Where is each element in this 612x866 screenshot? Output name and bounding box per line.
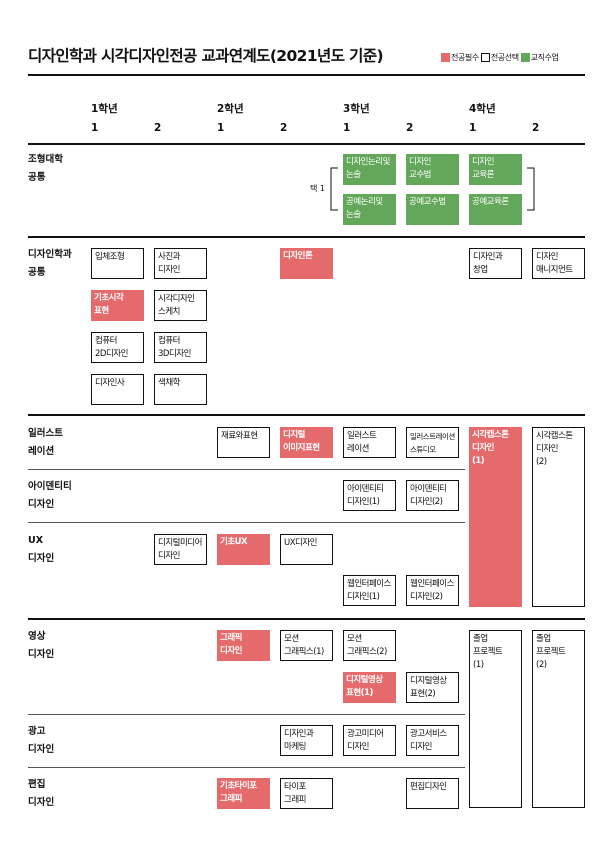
course-graduation-1: 졸업 프로젝트 (1)	[469, 630, 522, 808]
course-design-pedagogy: 디자인 교수법	[406, 154, 459, 185]
legend-item-elective: 전공선택	[480, 52, 519, 63]
section-label-illustration: 일러스트 레이션	[28, 428, 63, 457]
course-digital-media: 디지털미디어 디자인	[154, 534, 207, 565]
semester-header: 2	[280, 122, 288, 134]
course-motion-2: 모션 그래픽스(2)	[343, 630, 396, 661]
section-label-ux: UX 디자인	[28, 535, 55, 564]
divider	[28, 236, 585, 238]
course-3d-form: 입체조형	[91, 248, 144, 279]
divider	[28, 767, 465, 768]
legend-swatch-elective	[480, 53, 490, 62]
semester-header: 2	[532, 122, 540, 134]
elective-note: 택 1	[310, 184, 325, 193]
course-design-history: 디자인사	[91, 374, 144, 405]
course-capstone-1: 시각캡스톤 디자인 (1)	[469, 427, 522, 607]
semester-header: 1	[91, 122, 99, 134]
course-digital-video-1: 디지털영상 표현(1)	[343, 672, 396, 703]
year-header-4: 4학년	[469, 103, 496, 115]
legend-item-teaching: 교직수업	[520, 52, 559, 63]
course-graduation-2: 졸업 프로젝트 (2)	[532, 630, 585, 808]
legend-swatch-teaching	[520, 53, 530, 62]
course-web-interface-2: 웹인터페이스 디자인(2)	[406, 575, 459, 606]
course-basic-visual-expression: 기초시각 표현	[91, 290, 144, 321]
section-label-editorial: 편집 디자인	[28, 779, 55, 808]
page-title: 디자인학과 시각디자인전공 교과연계도(2021년도 기준)	[28, 47, 384, 65]
semester-header: 2	[406, 122, 414, 134]
course-design-management: 디자인 매니지먼트	[532, 248, 585, 279]
course-digital-video-2: 디지털영상 표현(2)	[406, 672, 459, 703]
course-illustration-studio: 일러스트레이션 스튜디오	[406, 427, 459, 458]
course-illustration: 일러스트 레이션	[343, 427, 396, 458]
section-label-video: 영상 디자인	[28, 631, 55, 660]
year-header-2: 2학년	[217, 103, 244, 115]
legend-label-required: 전공필수	[451, 53, 479, 62]
semester-header: 1	[343, 122, 351, 134]
divider	[28, 714, 465, 715]
course-design-education: 디자인 교육론	[469, 154, 522, 185]
semester-header: 2	[154, 122, 162, 134]
divider	[28, 469, 465, 470]
semester-header: 1	[217, 122, 225, 134]
legend: 전공필수 전공선택 교직수업	[441, 52, 561, 63]
divider	[28, 618, 585, 620]
legend-item-required: 전공필수	[441, 52, 479, 63]
divider	[28, 414, 585, 416]
course-web-interface-1: 웹인터페이스 디자인(1)	[343, 575, 396, 606]
course-editorial-design: 편집디자인	[406, 778, 459, 809]
course-design-marketing: 디자인과 마케팅	[280, 725, 333, 756]
course-computer-3d: 컴퓨터 3D디자인	[154, 332, 207, 363]
legend-label-teaching: 교직수업	[530, 53, 559, 62]
legend-swatch-required	[441, 53, 450, 62]
course-computer-2d: 컴퓨터 2D디자인	[91, 332, 144, 363]
divider	[28, 522, 465, 523]
course-basic-ux: 기초UX	[217, 534, 270, 565]
course-design-startup: 디자인과 창업	[469, 248, 522, 279]
course-graphic-design: 그래픽 디자인	[217, 630, 270, 661]
course-visual-sketch: 시각디자인 스케치	[154, 290, 207, 321]
course-craft-pedagogy: 공예교수법	[406, 194, 459, 225]
legend-label-elective: 전공선택	[490, 53, 519, 62]
year-header-3: 3학년	[343, 103, 370, 115]
course-materials-expression: 재료와표현	[217, 427, 270, 458]
section-label-identity: 아이덴티티 디자인	[28, 481, 72, 510]
course-typography: 타이포 그래피	[280, 778, 333, 809]
course-craft-education: 공예교육론	[469, 194, 522, 225]
divider	[28, 74, 585, 76]
course-color-theory: 색채학	[154, 374, 207, 405]
year-header-1: 1학년	[91, 103, 118, 115]
course-capstone-2: 시각캡스톤 디자인 (2)	[532, 427, 585, 607]
section-label-department-common: 디자인학과 공통	[28, 249, 72, 278]
course-ad-service: 광고서비스 디자인	[406, 725, 459, 756]
divider	[28, 143, 585, 145]
course-digital-image: 디지털 이미지표현	[280, 427, 333, 458]
course-photo-design: 사진과 디자인	[154, 248, 207, 279]
course-motion-1: 모션 그래픽스(1)	[280, 630, 333, 661]
course-design-logic: 디자인논리및 논술	[343, 154, 396, 185]
course-ad-media: 광고미디어 디자인	[343, 725, 396, 756]
course-basic-typography: 기초타이포 그래피	[217, 778, 270, 809]
course-design-theory: 디자인론	[280, 248, 333, 279]
course-identity-1: 아이덴티티 디자인(1)	[343, 480, 396, 511]
semester-header: 1	[469, 122, 477, 134]
course-craft-logic: 공예논리및 논술	[343, 194, 396, 225]
section-label-advertising: 광고 디자인	[28, 726, 55, 755]
course-identity-2: 아이덴티티 디자인(2)	[406, 480, 459, 511]
section-label-college-common: 조형대학 공통	[28, 154, 63, 183]
course-ux-design: UX디자인	[280, 534, 333, 565]
